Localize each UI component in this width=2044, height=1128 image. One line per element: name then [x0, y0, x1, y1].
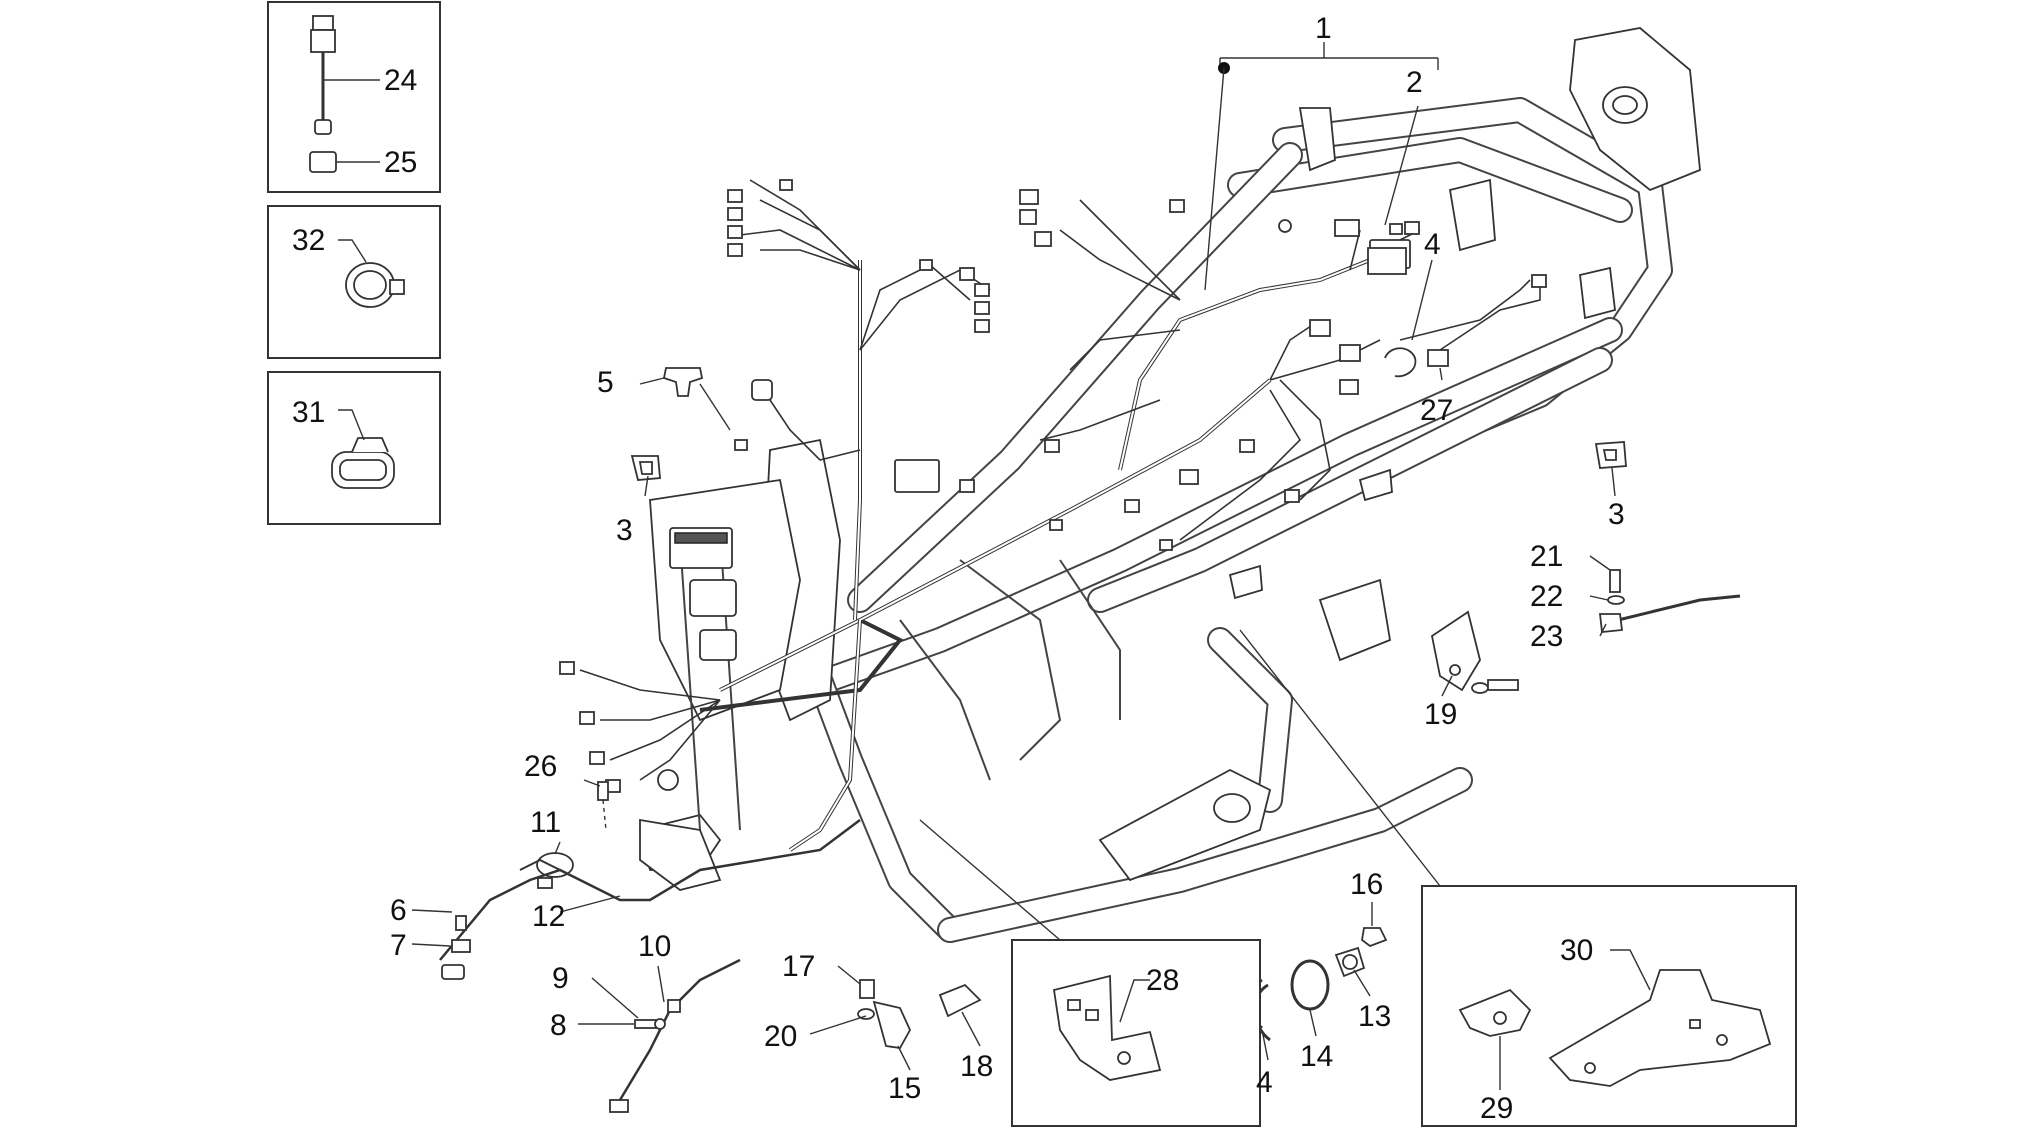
label-23: 23	[1530, 620, 1563, 653]
label-3-right: 3	[1608, 498, 1625, 531]
label-7: 7	[390, 929, 407, 962]
label-27: 27	[1420, 394, 1453, 427]
label-18: 18	[960, 1050, 993, 1083]
label-12: 12	[532, 900, 565, 933]
wiring-harness	[559, 179, 1531, 891]
label-20: 20	[764, 1020, 797, 1053]
inset-box-28	[1011, 939, 1261, 1127]
label-10: 10	[638, 930, 671, 963]
label-1: 1	[1315, 12, 1332, 45]
label-22: 22	[1530, 580, 1563, 613]
label-15: 15	[888, 1072, 921, 1105]
label-19: 19	[1424, 698, 1457, 731]
label-17: 17	[782, 950, 815, 983]
inset-box-24-25	[267, 1, 441, 193]
label-16: 16	[1350, 868, 1383, 901]
leader-lines	[411, 42, 1616, 1071]
label-4-lower: 4	[1256, 1066, 1273, 1099]
loose-parts	[439, 223, 1741, 1113]
part-labels: 1 2 3 3 4 4 5 6 7 8 9 10 11 12 13 14 15 …	[292, 12, 1625, 1125]
label-29: 29	[1480, 1092, 1513, 1125]
label-4-upper: 4	[1424, 228, 1441, 261]
label-13: 13	[1358, 1000, 1391, 1033]
label-14: 14	[1300, 1040, 1333, 1073]
label-31: 31	[292, 396, 325, 429]
inset-box-29-30	[1421, 885, 1797, 1127]
label-2: 2	[1406, 66, 1423, 99]
label-11: 11	[530, 806, 561, 839]
label-21: 21	[1530, 540, 1563, 573]
scooter-frame	[638, 27, 1701, 943]
label-3-left: 3	[616, 514, 633, 547]
inset-box-31	[267, 371, 441, 525]
label-9: 9	[552, 962, 569, 995]
inset-box-32	[267, 205, 441, 359]
label-30: 30	[1560, 934, 1593, 967]
label-28: 28	[1146, 964, 1179, 997]
label-25: 25	[384, 146, 417, 179]
label-26: 26	[524, 750, 557, 783]
label-6: 6	[390, 894, 407, 927]
label-5: 5	[597, 366, 614, 399]
label-8: 8	[550, 1009, 567, 1042]
label-32: 32	[292, 224, 325, 257]
label-24: 24	[384, 64, 417, 97]
